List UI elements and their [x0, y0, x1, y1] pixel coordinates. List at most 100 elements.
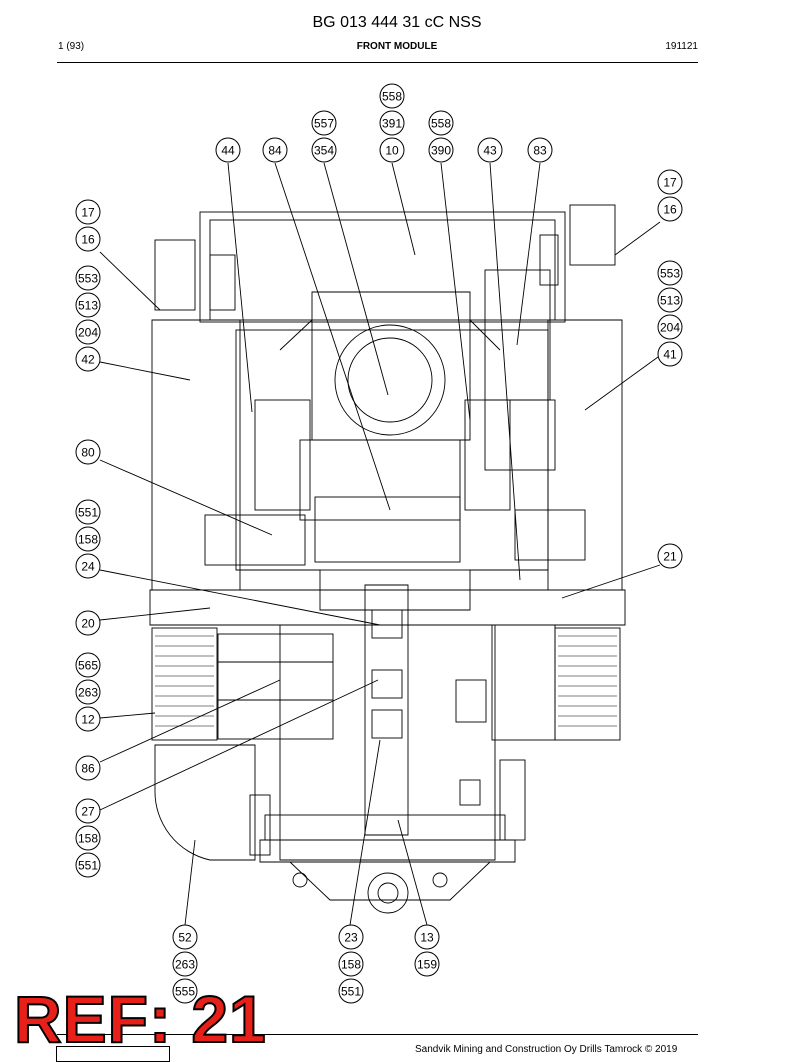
callout-circle: [75, 679, 101, 705]
callout-label: 263: [78, 686, 98, 700]
callout-circle: [657, 341, 683, 367]
callout-circle: [172, 951, 198, 977]
callout-263: 263: [75, 679, 101, 705]
callout-circle: [75, 439, 101, 465]
callout-label: 553: [78, 272, 98, 286]
callout-circle: [338, 951, 364, 977]
callout-circle: [379, 137, 405, 163]
callout-circle: [338, 978, 364, 1004]
callout-label: 44: [221, 144, 235, 158]
callout-label: 80: [81, 446, 95, 460]
callout-circle: [75, 798, 101, 824]
callout-513: 513: [657, 287, 683, 313]
callout-557: 557: [311, 110, 337, 136]
callout-label: 20: [81, 617, 95, 631]
callout-circle: [75, 499, 101, 525]
machine-outline: [149, 204, 626, 914]
callout-label: 354: [314, 144, 334, 158]
callout-circle: [428, 110, 454, 136]
callout-label: 42: [81, 353, 95, 367]
callout-circle: [75, 226, 101, 252]
callout-553: 553: [75, 265, 101, 291]
callout-label: 158: [78, 832, 98, 846]
callout-label: 555: [175, 985, 195, 999]
callout-83: 83: [527, 137, 553, 163]
callout-16: 16: [75, 226, 101, 252]
document-date: 191121: [665, 41, 698, 52]
callout-158: 158: [75, 526, 101, 552]
callout-84: 84: [262, 137, 288, 163]
callout-circle: [657, 314, 683, 340]
callout-17: 17: [75, 199, 101, 225]
callout-label: 24: [81, 560, 95, 574]
callout-204: 204: [75, 319, 101, 345]
callout-label: 204: [78, 326, 98, 340]
callout-circle: [75, 652, 101, 678]
callout-circle: [172, 978, 198, 1004]
callout-555: 555: [172, 978, 198, 1004]
callout-41: 41: [657, 341, 683, 367]
callout-circle: [657, 287, 683, 313]
callout-label: 43: [483, 144, 497, 158]
callout-label: 23: [344, 931, 358, 945]
callout-label: 551: [341, 985, 361, 999]
callout-159: 159: [414, 951, 440, 977]
callout-label: 16: [81, 233, 95, 247]
callout-label: 158: [78, 533, 98, 547]
callout-circle: [338, 924, 364, 950]
ref-stamp: REF: 21: [13, 982, 267, 1056]
callout-circle: [657, 169, 683, 195]
callout-circle: [75, 319, 101, 345]
callout-label: 558: [431, 117, 451, 131]
callout-label: 84: [268, 144, 282, 158]
callout-circle: [311, 137, 337, 163]
callout-label: 83: [533, 144, 547, 158]
callout-21: 21: [657, 543, 683, 569]
callout-label: 12: [81, 713, 95, 727]
callout-circle: [75, 610, 101, 636]
callout-label: 513: [78, 299, 98, 313]
callout-label: 204: [660, 321, 680, 335]
callout-circle: [262, 137, 288, 163]
callout-circle: [75, 265, 101, 291]
callout-circle: [311, 110, 337, 136]
callout-13: 13: [414, 924, 440, 950]
callout-20: 20: [75, 610, 101, 636]
callout-558: 558: [428, 110, 454, 136]
callout-label: 263: [175, 958, 195, 972]
callout-circle: [75, 755, 101, 781]
section-title: FRONT MODULE: [356, 41, 438, 52]
callout-circle: [379, 110, 405, 136]
callout-circle: [414, 924, 440, 950]
callout-label: 41: [663, 348, 677, 362]
footer-rule: [57, 1034, 698, 1035]
callout-label: 52: [178, 931, 192, 945]
footer-copyright: Sandvik Mining and Construction Oy Drill…: [415, 1044, 678, 1055]
callout-551: 551: [75, 499, 101, 525]
callout-513: 513: [75, 292, 101, 318]
callout-circle: [75, 346, 101, 372]
callout-circle: [428, 137, 454, 163]
callout-52: 52: [172, 924, 198, 950]
callout-label: 390: [431, 144, 451, 158]
callout-circle: [657, 543, 683, 569]
callout-551: 551: [75, 852, 101, 878]
callout-circle: [75, 825, 101, 851]
callout-10: 10: [379, 137, 405, 163]
callout-label: 10: [385, 144, 399, 158]
callout-23: 23: [338, 924, 364, 950]
callout-158: 158: [75, 825, 101, 851]
callout-16: 16: [657, 196, 683, 222]
callout-circle: [75, 292, 101, 318]
callout-label: 17: [81, 206, 95, 220]
callout-label: 513: [660, 294, 680, 308]
callout-558: 558: [379, 83, 405, 109]
callout-204: 204: [657, 314, 683, 340]
callout-158: 158: [338, 951, 364, 977]
callout-circle: [379, 83, 405, 109]
callout-44: 44: [215, 137, 241, 163]
callout-label: 159: [417, 958, 437, 972]
callout-label: 21: [663, 550, 677, 564]
callout-551: 551: [338, 978, 364, 1004]
